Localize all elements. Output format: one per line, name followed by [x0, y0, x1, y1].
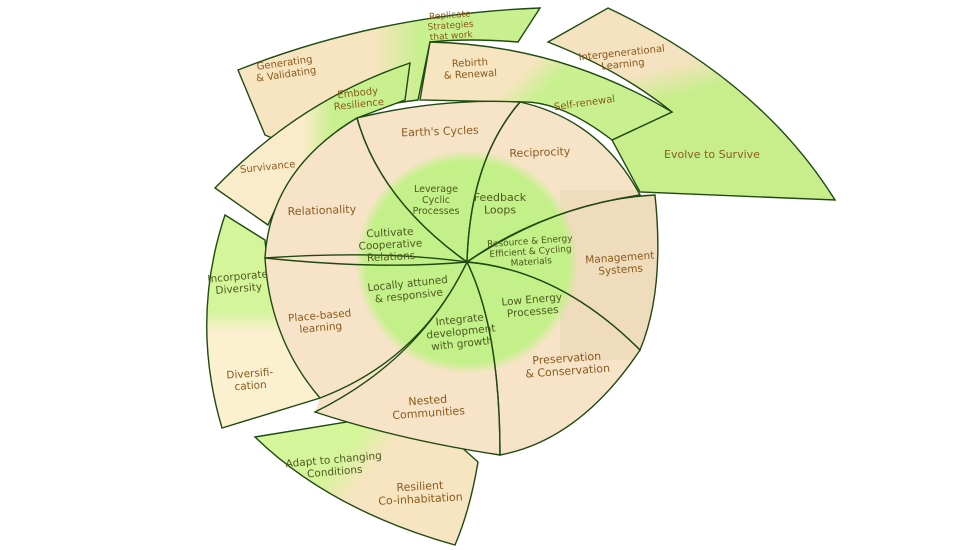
- label-line: Strategies: [427, 20, 474, 33]
- label-line: Incorporate: [207, 268, 269, 285]
- label-line: learning: [299, 320, 343, 336]
- petal-rebirth-renewal: [419, 41, 674, 141]
- label-cultivate: CultivateCooperativeRelations: [358, 225, 424, 264]
- label-line: Resilience: [333, 97, 384, 113]
- label-line: Cultivate: [366, 226, 414, 240]
- label-line: Leverage: [414, 184, 458, 195]
- label-line: Processes: [413, 206, 460, 217]
- label-line: Diversifi-: [226, 366, 274, 381]
- label-nested: NestedCommunities: [391, 391, 466, 422]
- label-line: cation: [234, 379, 267, 393]
- petal-evolve-to-survive: [546, 7, 837, 201]
- label-line: Relations: [367, 250, 416, 265]
- label-relationality: Relationality: [287, 203, 356, 218]
- label-resilient: ResilientCo-inhabitation: [377, 478, 463, 508]
- label-reciprocity: Reciprocity: [509, 145, 571, 160]
- label-line: & Renewal: [444, 68, 498, 82]
- label-evolve: Evolve to Survive: [664, 148, 760, 161]
- label-preservation: Preservation& Conservation: [524, 349, 610, 381]
- label-line: Replicate: [429, 10, 472, 23]
- label-line: Materials: [510, 256, 552, 269]
- label-line: Rebirth: [452, 57, 489, 70]
- label-line: Conditions: [307, 464, 363, 481]
- label-management: ManagementSystems: [585, 250, 656, 279]
- label-line: Co-inhabitation: [378, 490, 463, 507]
- label-line: Cyclic: [422, 195, 450, 206]
- petal-adapt-to-conditions: [253, 409, 479, 546]
- label-line: Low Energy: [501, 291, 563, 308]
- label-line: Feedback: [474, 191, 527, 204]
- label-line: Diversity: [215, 281, 263, 297]
- label-line: & Conservation: [525, 362, 611, 381]
- label-line: Learning: [601, 57, 645, 72]
- label-line: Resilient: [396, 479, 444, 494]
- label-embody: EmbodyResilience: [332, 85, 384, 113]
- label-line: Loops: [484, 204, 516, 217]
- label-line: Systems: [598, 263, 643, 278]
- label-line: Processes: [506, 304, 559, 320]
- label-line: Place-based: [288, 307, 352, 324]
- label-line: Communities: [392, 404, 466, 422]
- petal-outlines: [264, 100, 659, 456]
- label-line: Evolve to Survive: [664, 148, 760, 161]
- label-place-based: Place-basedlearning: [288, 307, 353, 337]
- label-line: Reciprocity: [509, 145, 571, 160]
- label-line: Nested: [408, 393, 448, 409]
- label-line: Integrate: [435, 312, 484, 329]
- label-line: Embody: [337, 86, 379, 101]
- label-line: Preservation: [532, 350, 602, 368]
- label-line: Earth's Cycles: [401, 124, 479, 140]
- label-replicate: ReplicateStrategiesthat work: [427, 9, 475, 43]
- label-earths-cycles: Earth's Cycles: [401, 124, 479, 140]
- label-incorporate: IncorporateDiversity: [207, 268, 270, 297]
- label-rebirth: Rebirth& Renewal: [443, 57, 497, 82]
- label-line: that work: [430, 30, 474, 43]
- label-low-energy: Low EnergyProcesses: [501, 291, 564, 320]
- label-diversification: Diversifi-cation: [226, 366, 275, 393]
- label-line: Cooperative: [358, 237, 422, 252]
- label-resource: Resource & EnergyEfficient & CyclingMate…: [487, 234, 575, 271]
- label-line: Management: [585, 250, 655, 267]
- label-line: Relationality: [287, 203, 356, 218]
